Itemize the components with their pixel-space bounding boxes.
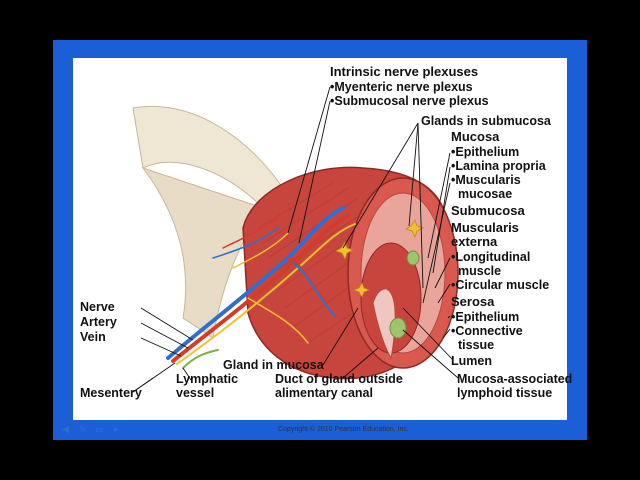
slide-toolbar: ◀ ✎ ▭ ▸ — [60, 424, 122, 436]
label-artery: Artery — [80, 315, 117, 329]
label-intrinsic-nerve-plexuses: Intrinsic nerve plexuses — [330, 64, 479, 79]
vessel-bundle — [166, 206, 356, 369]
label-lamina-propria: •Lamina propria — [451, 159, 546, 173]
label-duct-line1: Duct of gland outside — [275, 372, 403, 386]
label-submucosa: Submucosa — [451, 203, 525, 218]
pen-icon[interactable]: ✎ — [78, 424, 87, 434]
alimentary-canal-illustration — [132, 86, 459, 393]
lymphoid-nodule — [389, 317, 407, 339]
label-lumen: Lumen — [451, 354, 492, 368]
leader-lines — [132, 86, 459, 393]
label-connective-tissue-line1: •Connective — [451, 324, 523, 338]
diagram-panel: Intrinsic nerve plexuses •Myenteric nerv… — [73, 58, 572, 433]
label-circular-muscle: •Circular muscle — [451, 278, 550, 292]
menu-icon[interactable]: ▸ — [114, 424, 119, 434]
slide-frame: Intrinsic nerve plexuses •Myenteric nerv… — [53, 40, 587, 440]
label-connective-tissue-line2: tissue — [458, 338, 495, 352]
label-gland-in-mucosa: Gland in mucosa — [223, 358, 324, 372]
label-nerve: Nerve — [80, 300, 115, 314]
label-submucosal-nerve-plexus: •Submucosal nerve plexus — [330, 94, 489, 108]
arrow-back-icon[interactable]: ◀ — [62, 424, 69, 434]
label-myenteric-nerve-plexus: •Myenteric nerve plexus — [330, 80, 473, 94]
label-duct-line2: alimentary canal — [275, 386, 373, 400]
label-glands-in-submucosa: Glands in submucosa — [421, 114, 551, 128]
label-vein: Vein — [80, 330, 106, 344]
gland-stars — [335, 219, 425, 298]
slides-icon[interactable]: ▭ — [95, 424, 104, 434]
label-lymphatic-vessel-line1: Lymphatic — [176, 372, 239, 386]
copyright-notice: Copyright © 2010 Pearson Education, Inc. — [278, 426, 409, 433]
label-muscularis-mucosae-line2: mucosae — [458, 187, 513, 201]
label-malt-line2: lymphoid tissue — [457, 386, 553, 400]
label-mesentery: Mesentery — [80, 386, 142, 400]
label-muscularis-externa-line1: Muscularis — [451, 220, 519, 235]
label-malt-line1: Mucosa-associated — [457, 372, 573, 386]
label-longitudinal-muscle-line1: •Longitudinal — [451, 250, 531, 264]
label-longitudinal-muscle-line2: muscle — [458, 264, 502, 278]
label-lymphatic-vessel-line2: vessel — [176, 386, 215, 400]
label-serosa-epithelium: •Epithelium — [451, 310, 520, 324]
label-mucosa-epithelium: •Epithelium — [451, 145, 520, 159]
label-muscularis-externa-line2: externa — [451, 234, 498, 249]
label-serosa: Serosa — [451, 294, 495, 309]
lymphoid-nodule-2 — [406, 250, 420, 266]
label-mucosa: Mucosa — [451, 129, 500, 144]
label-muscularis-mucosae-line1: •Muscularis — [451, 173, 521, 187]
